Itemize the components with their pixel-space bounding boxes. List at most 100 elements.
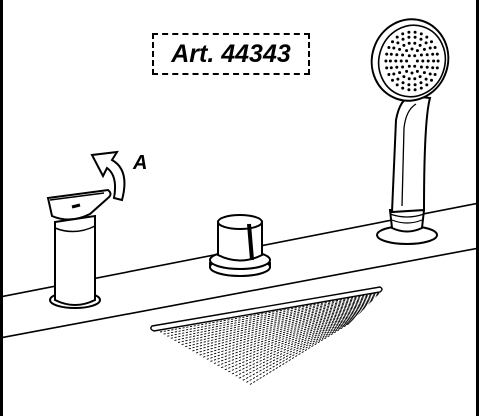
- water-stream-line: [242, 320, 353, 381]
- shower-nozzle-dot: [385, 66, 389, 70]
- shower-nozzle-dot: [399, 59, 403, 63]
- shower-nozzle-dot: [421, 59, 425, 63]
- shower-nozzle-dot: [425, 53, 429, 57]
- shower-nozzle-dot: [407, 54, 411, 58]
- shower-nozzle-dot: [415, 59, 419, 63]
- shower-nozzle-dot: [385, 52, 389, 56]
- water-stream-line: [185, 300, 372, 348]
- shower-nozzle-dot: [419, 65, 423, 69]
- waterfall-spout-icon: [150, 286, 383, 385]
- shower-nozzle-dot: [389, 52, 393, 56]
- shower-nozzle-dot: [433, 73, 437, 76]
- diverter-knob-icon: [209, 214, 271, 277]
- shower-nozzle-dot: [391, 78, 394, 82]
- shower-nozzle-dot: [395, 53, 399, 57]
- shower-nozzle-dot: [413, 35, 417, 39]
- shower-nozzle-dot: [401, 81, 405, 85]
- shower-nozzle-dot: [419, 53, 423, 57]
- shower-nozzle-dot: [436, 59, 440, 63]
- shower-nozzle-dot: [396, 41, 400, 45]
- shower-nozzle-dot: [413, 64, 417, 68]
- shower-nozzle-dot: [407, 88, 411, 92]
- shower-nozzle-dot: [415, 69, 419, 73]
- shower-nozzle-dot: [413, 83, 417, 87]
- water-stream-line: [224, 314, 359, 371]
- water-stream-line: [177, 298, 375, 343]
- water-stream-line: [174, 297, 376, 341]
- shower-nozzle-dot: [424, 77, 428, 81]
- shower-nozzle-dot: [430, 78, 433, 82]
- shower-nozzle-dot: [410, 71, 414, 75]
- water-stream-line: [192, 303, 370, 352]
- shower-nozzle-dot: [387, 46, 391, 49]
- shower-nozzle-dot: [401, 37, 405, 41]
- water-stream-line: [228, 315, 358, 373]
- shower-nozzle-dot: [419, 32, 423, 36]
- shower-nozzle-dot: [401, 53, 405, 57]
- shower-nozzle-dot: [422, 47, 426, 51]
- shower-nozzle-dot: [428, 46, 432, 50]
- water-stream-line: [159, 292, 381, 333]
- water-stream-line: [206, 308, 365, 360]
- shower-nozzle-dot: [395, 83, 399, 87]
- shower-nozzle-dot: [407, 41, 411, 45]
- shower-nozzle-dot: [419, 37, 423, 41]
- water-stream-line: [235, 317, 355, 377]
- shower-nozzle-dot: [425, 35, 429, 39]
- water-stream-line: [170, 296, 377, 339]
- shower-nozzle-dot: [398, 71, 402, 75]
- deck-front-edge: [0, 247, 479, 339]
- shower-nozzle-dot: [425, 83, 429, 87]
- shower-nozzle-dot: [413, 41, 417, 45]
- shower-nozzle-dot: [407, 30, 411, 34]
- rotation-arrow-icon: [90, 150, 126, 202]
- shower-nozzle-dot: [426, 59, 430, 63]
- shower-nozzle-dot: [413, 77, 417, 81]
- shower-nozzle-dot: [407, 83, 411, 87]
- water-stream-line: [217, 311, 361, 367]
- shower-nozzle-dot: [419, 81, 423, 85]
- water-stream-line: [238, 318, 354, 379]
- water-stream-line: [167, 294, 378, 337]
- shower-nozzle-dot: [413, 30, 417, 34]
- rotation-arrow-label: A: [133, 152, 148, 174]
- shower-nozzle-dot: [418, 43, 422, 47]
- shower-nozzle-dot: [391, 40, 394, 44]
- shower-nozzle-dot: [387, 73, 391, 76]
- shower-nozzle-dot: [419, 86, 423, 90]
- shower-nozzle-dot: [435, 52, 439, 56]
- shower-nozzle-dot: [431, 66, 435, 70]
- shower-nozzle-dot: [401, 65, 405, 69]
- shower-nozzle-dot: [401, 32, 405, 36]
- shower-nozzle-dot: [384, 59, 388, 63]
- water-stream-line: [249, 322, 351, 385]
- shower-nozzle-dot: [430, 40, 433, 44]
- shower-nozzle-dot: [401, 86, 405, 90]
- shower-nozzle-dot: [415, 49, 419, 53]
- water-stream-line: [246, 321, 352, 383]
- shower-nozzle-dot: [394, 59, 398, 63]
- shower-nozzle-dot: [407, 35, 411, 39]
- water-stream-line: [210, 309, 364, 362]
- shower-nozzle-dot: [402, 43, 406, 47]
- water-stream-line: [181, 299, 373, 346]
- shower-nozzle-dot: [435, 66, 439, 70]
- shower-nozzle-dot: [392, 46, 396, 50]
- shower-nozzle-dot: [398, 47, 402, 51]
- shower-nozzle-dot: [422, 71, 426, 75]
- water-stream-line: [221, 312, 360, 369]
- water-stream-line: [188, 302, 371, 350]
- shower-nozzle-dot: [418, 75, 422, 79]
- shower-nozzle-dot: [410, 47, 414, 51]
- shower-nozzle-dot: [425, 65, 429, 69]
- shower-nozzle-dot: [407, 77, 411, 81]
- water-stream-line: [199, 305, 367, 356]
- shower-nozzle-dot: [432, 59, 436, 63]
- shower-nozzle-dot: [413, 88, 417, 92]
- shower-nozzle-dot: [433, 46, 437, 49]
- shower-nozzle-dot: [413, 54, 417, 58]
- hand-shower-icon: [370, 18, 450, 245]
- shower-nozzle-dot: [392, 72, 396, 76]
- water-stream-line: [203, 306, 366, 358]
